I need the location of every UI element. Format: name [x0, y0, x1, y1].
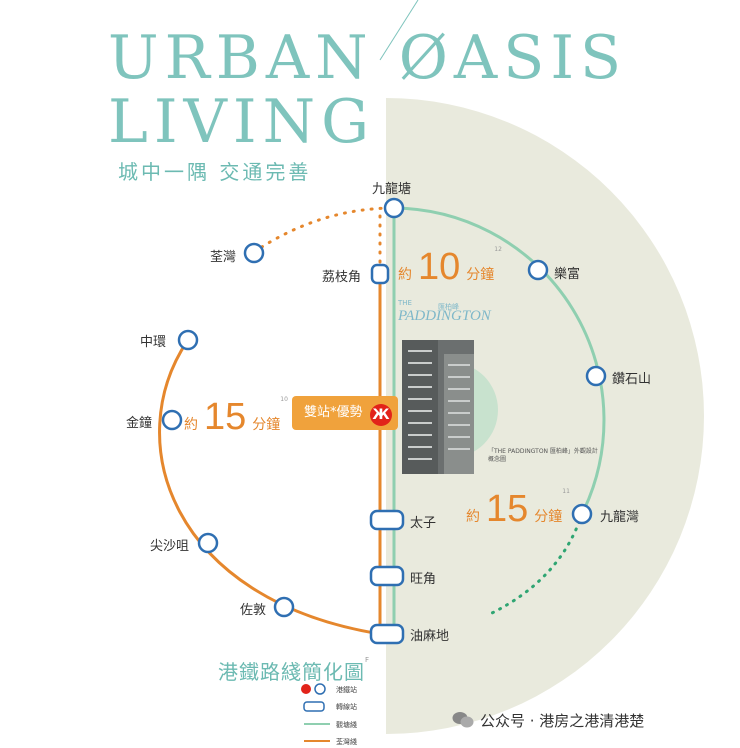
station-central — [177, 329, 199, 351]
label-kowloon-bay: 九龍灣 — [600, 510, 640, 525]
station-yau-ma-tei — [369, 623, 405, 645]
building-render — [402, 340, 474, 474]
label-tsim-sha-tsui: 尖沙咀 — [150, 539, 190, 554]
label-central: 中環 — [140, 335, 167, 350]
label-lai-chi-kok: 荔枝角 — [322, 270, 362, 285]
station-jordan — [273, 596, 295, 618]
station-mong-kok — [369, 565, 405, 587]
label-mong-kok: 旺角 — [410, 572, 437, 587]
wechat-icon — [452, 712, 474, 728]
kwun-tong-line — [393, 206, 606, 515]
label-kowloon-tong: 九龍塘 — [372, 182, 412, 197]
tsuen-wan-dotted-arc — [252, 206, 396, 254]
legend-symbols — [301, 683, 330, 742]
legend-item-tsuen-wan-line: 荃灣綫 — [336, 738, 357, 746]
station-tsuen-wan — [243, 242, 265, 264]
legend-item-station: 港鐵站 — [336, 686, 357, 694]
station-prince-edward — [369, 509, 405, 531]
tsuen-wan-line-arc — [158, 339, 381, 636]
station-admiralty — [161, 409, 183, 431]
station-lok-fu — [527, 259, 549, 281]
mtr-logo-icon: Ж — [370, 404, 392, 426]
station-lai-chi-kok — [370, 263, 390, 285]
brand-name: PADDINGTON — [398, 307, 491, 324]
brand-cn: 匯柏峰 — [438, 303, 459, 311]
title-line2: LIVING — [108, 87, 376, 157]
brand-small: THE — [398, 299, 412, 307]
legend-item-interchange: 轉線站 — [336, 703, 357, 711]
label-diamond-hill: 鑽石山 — [612, 372, 652, 387]
label-yau-ma-tei: 油麻地 — [410, 629, 450, 644]
station-kowloon-tong — [383, 197, 405, 219]
label-tsuen-wan: 荃灣 — [210, 250, 237, 265]
title-line1: URBAN ØASIS — [108, 23, 628, 93]
legend-item-kwun-tong-line: 觀塘綫 — [336, 721, 357, 729]
project-caption: 「THE PADDINGTON 匯柏峰」外觀設計概念圖 — [488, 448, 598, 464]
legend-title: 港鐵路綫簡化圖F — [218, 656, 371, 684]
decor-line — [379, 0, 419, 61]
label-prince-edward: 太子 — [410, 516, 437, 531]
station-diamond-hill — [585, 365, 607, 387]
subtitle: 城中一隅 交通完善 — [118, 160, 312, 184]
label-lok-fu: 樂富 — [554, 267, 581, 282]
project-brand: THE PADDINGTON — [398, 299, 491, 324]
station-tsim-sha-tsui — [197, 532, 219, 554]
background-panel — [386, 98, 704, 734]
kwun-tong-dotted — [488, 512, 584, 616]
station-kowloon-bay — [571, 503, 593, 525]
label-jordan: 佐敦 — [240, 603, 267, 618]
label-admiralty: 金鐘 — [126, 416, 153, 431]
footer-watermark: 公众号 · 港房之港清港楚 — [480, 712, 645, 730]
